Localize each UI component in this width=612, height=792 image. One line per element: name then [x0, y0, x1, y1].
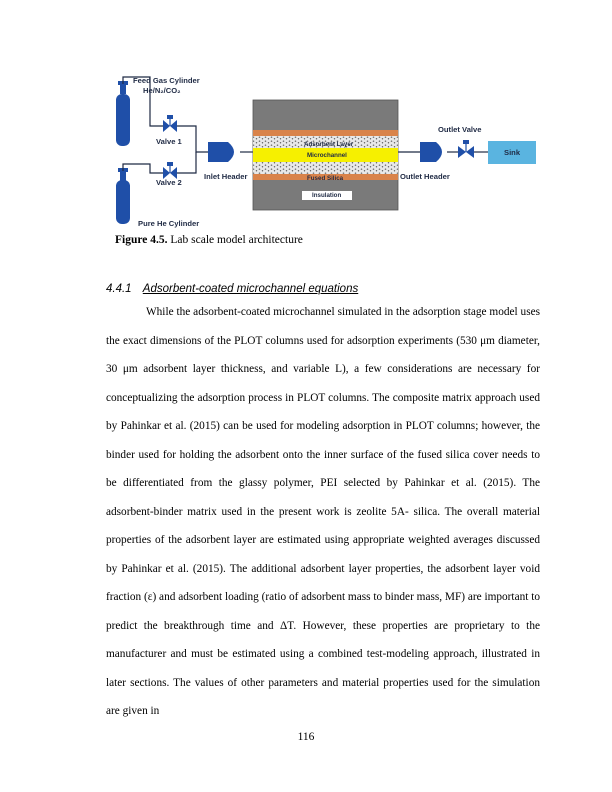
valve-1-label: Valve 1 — [156, 137, 182, 146]
lab-scale-model-figure: Feed Gas Cylinder He/N₂/CO₂ Valve 1 Valv… — [108, 72, 548, 232]
figure-diagram — [116, 76, 536, 224]
valve-2-icon — [163, 162, 177, 179]
page-number: 116 — [297, 731, 315, 743]
valve-1-icon — [163, 115, 177, 132]
figure-caption: Figure 4.5. Lab scale model architecture — [115, 234, 303, 246]
outlet-header-label: Outlet Header — [400, 172, 450, 181]
figure-number: Figure 4.5. — [115, 234, 168, 246]
adsorbent-layer-label: Adsorbent Layer — [304, 141, 354, 148]
outlet-header-icon — [420, 142, 442, 162]
pure-he-cylinder-label: Pure He Cylinder — [138, 219, 200, 228]
section-heading: 4.4.1 Adsorbent-coated microchannel equa… — [106, 283, 358, 295]
pure-he-cylinder — [116, 168, 130, 224]
sink-label: Sink — [504, 148, 521, 157]
section-title: Adsorbent-coated microchannel equations — [142, 283, 359, 295]
microchannel-assembly — [252, 99, 399, 211]
body-paragraph: While the adsorbent-coated microchannel … — [106, 306, 540, 717]
piping — [122, 76, 488, 174]
valve-2-label: Valve 2 — [156, 178, 182, 187]
feed-cylinder-gases-label: He/N₂/CO₂ — [143, 86, 181, 95]
feed-gas-cylinder — [116, 81, 130, 146]
sink-box — [488, 141, 536, 164]
outlet-valve-icon — [458, 140, 474, 158]
feed-cylinder-label: Feed Gas Cylinder — [133, 76, 200, 85]
insulation-label: Insulation — [312, 192, 342, 199]
outlet-valve-label: Outlet Valve — [438, 125, 482, 134]
fused-silica-label: Fused Silica — [307, 175, 344, 182]
inlet-header-label: Inlet Header — [204, 172, 248, 181]
inlet-header-icon — [208, 142, 234, 162]
section-number: 4.4.1 — [106, 283, 132, 295]
figure-caption-text: Lab scale model architecture — [170, 234, 303, 246]
microchannel-label: Microchannel — [307, 152, 347, 159]
